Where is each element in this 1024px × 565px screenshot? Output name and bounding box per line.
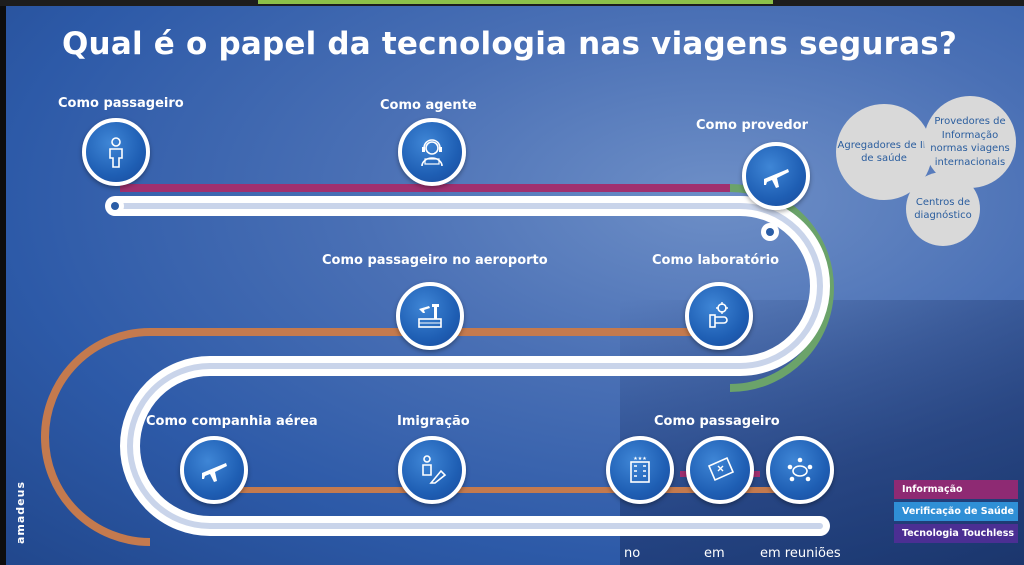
- airplane-icon: [759, 159, 793, 193]
- pin-ticket: [686, 436, 754, 504]
- stage-label-passageiro: Como passageiro: [58, 96, 184, 111]
- stage-label-provedor: Como provedor: [696, 118, 808, 133]
- pin-passageiro: [82, 118, 150, 186]
- bottom-word-em: em: [704, 546, 725, 561]
- ticket-icon: [703, 453, 737, 487]
- immigration-icon: [415, 453, 449, 487]
- bottom-word-no: no: [624, 546, 640, 561]
- svg-text:★★★: ★★★: [633, 456, 647, 462]
- pin-meeting: [766, 436, 834, 504]
- stage-label-passageiro-final: Como passageiro: [654, 414, 780, 429]
- pin-companhia: [180, 436, 248, 504]
- stage-label-aeroporto: Como passageiro no aeroporto: [322, 253, 548, 268]
- airplane-icon: [197, 453, 231, 487]
- legend-verificacao: Verificação de Saúde: [894, 502, 1018, 521]
- stage-label-laboratorio: Como laboratório: [652, 253, 779, 268]
- stage-label-imigracao: Imigração: [397, 414, 470, 429]
- agent-headset-icon: [415, 135, 449, 169]
- airport-icon: [413, 299, 447, 333]
- pin-provedor: [742, 142, 810, 210]
- pin-hotel: ★★★: [606, 436, 674, 504]
- pin-laboratorio: [685, 282, 753, 350]
- lab-icon: [702, 299, 736, 333]
- pin-agente: [398, 118, 466, 186]
- stage-label-companhia: Como companhia aérea: [146, 414, 318, 429]
- person-icon: [99, 135, 133, 169]
- pin-imigracao: [398, 436, 466, 504]
- stage-label-agente: Como agente: [380, 98, 477, 113]
- bubble-centros: Centros de diagnóstico: [906, 172, 980, 246]
- legend-touchless: Tecnologia Touchless: [894, 524, 1018, 543]
- pin-aeroporto: [396, 282, 464, 350]
- brand-logo: amadeus: [14, 481, 27, 544]
- bottom-word-em-reunioes: em reuniões: [760, 546, 841, 561]
- hotel-icon: ★★★: [623, 453, 657, 487]
- meeting-icon: [783, 453, 817, 487]
- legend-informacao: Informação: [894, 480, 1018, 499]
